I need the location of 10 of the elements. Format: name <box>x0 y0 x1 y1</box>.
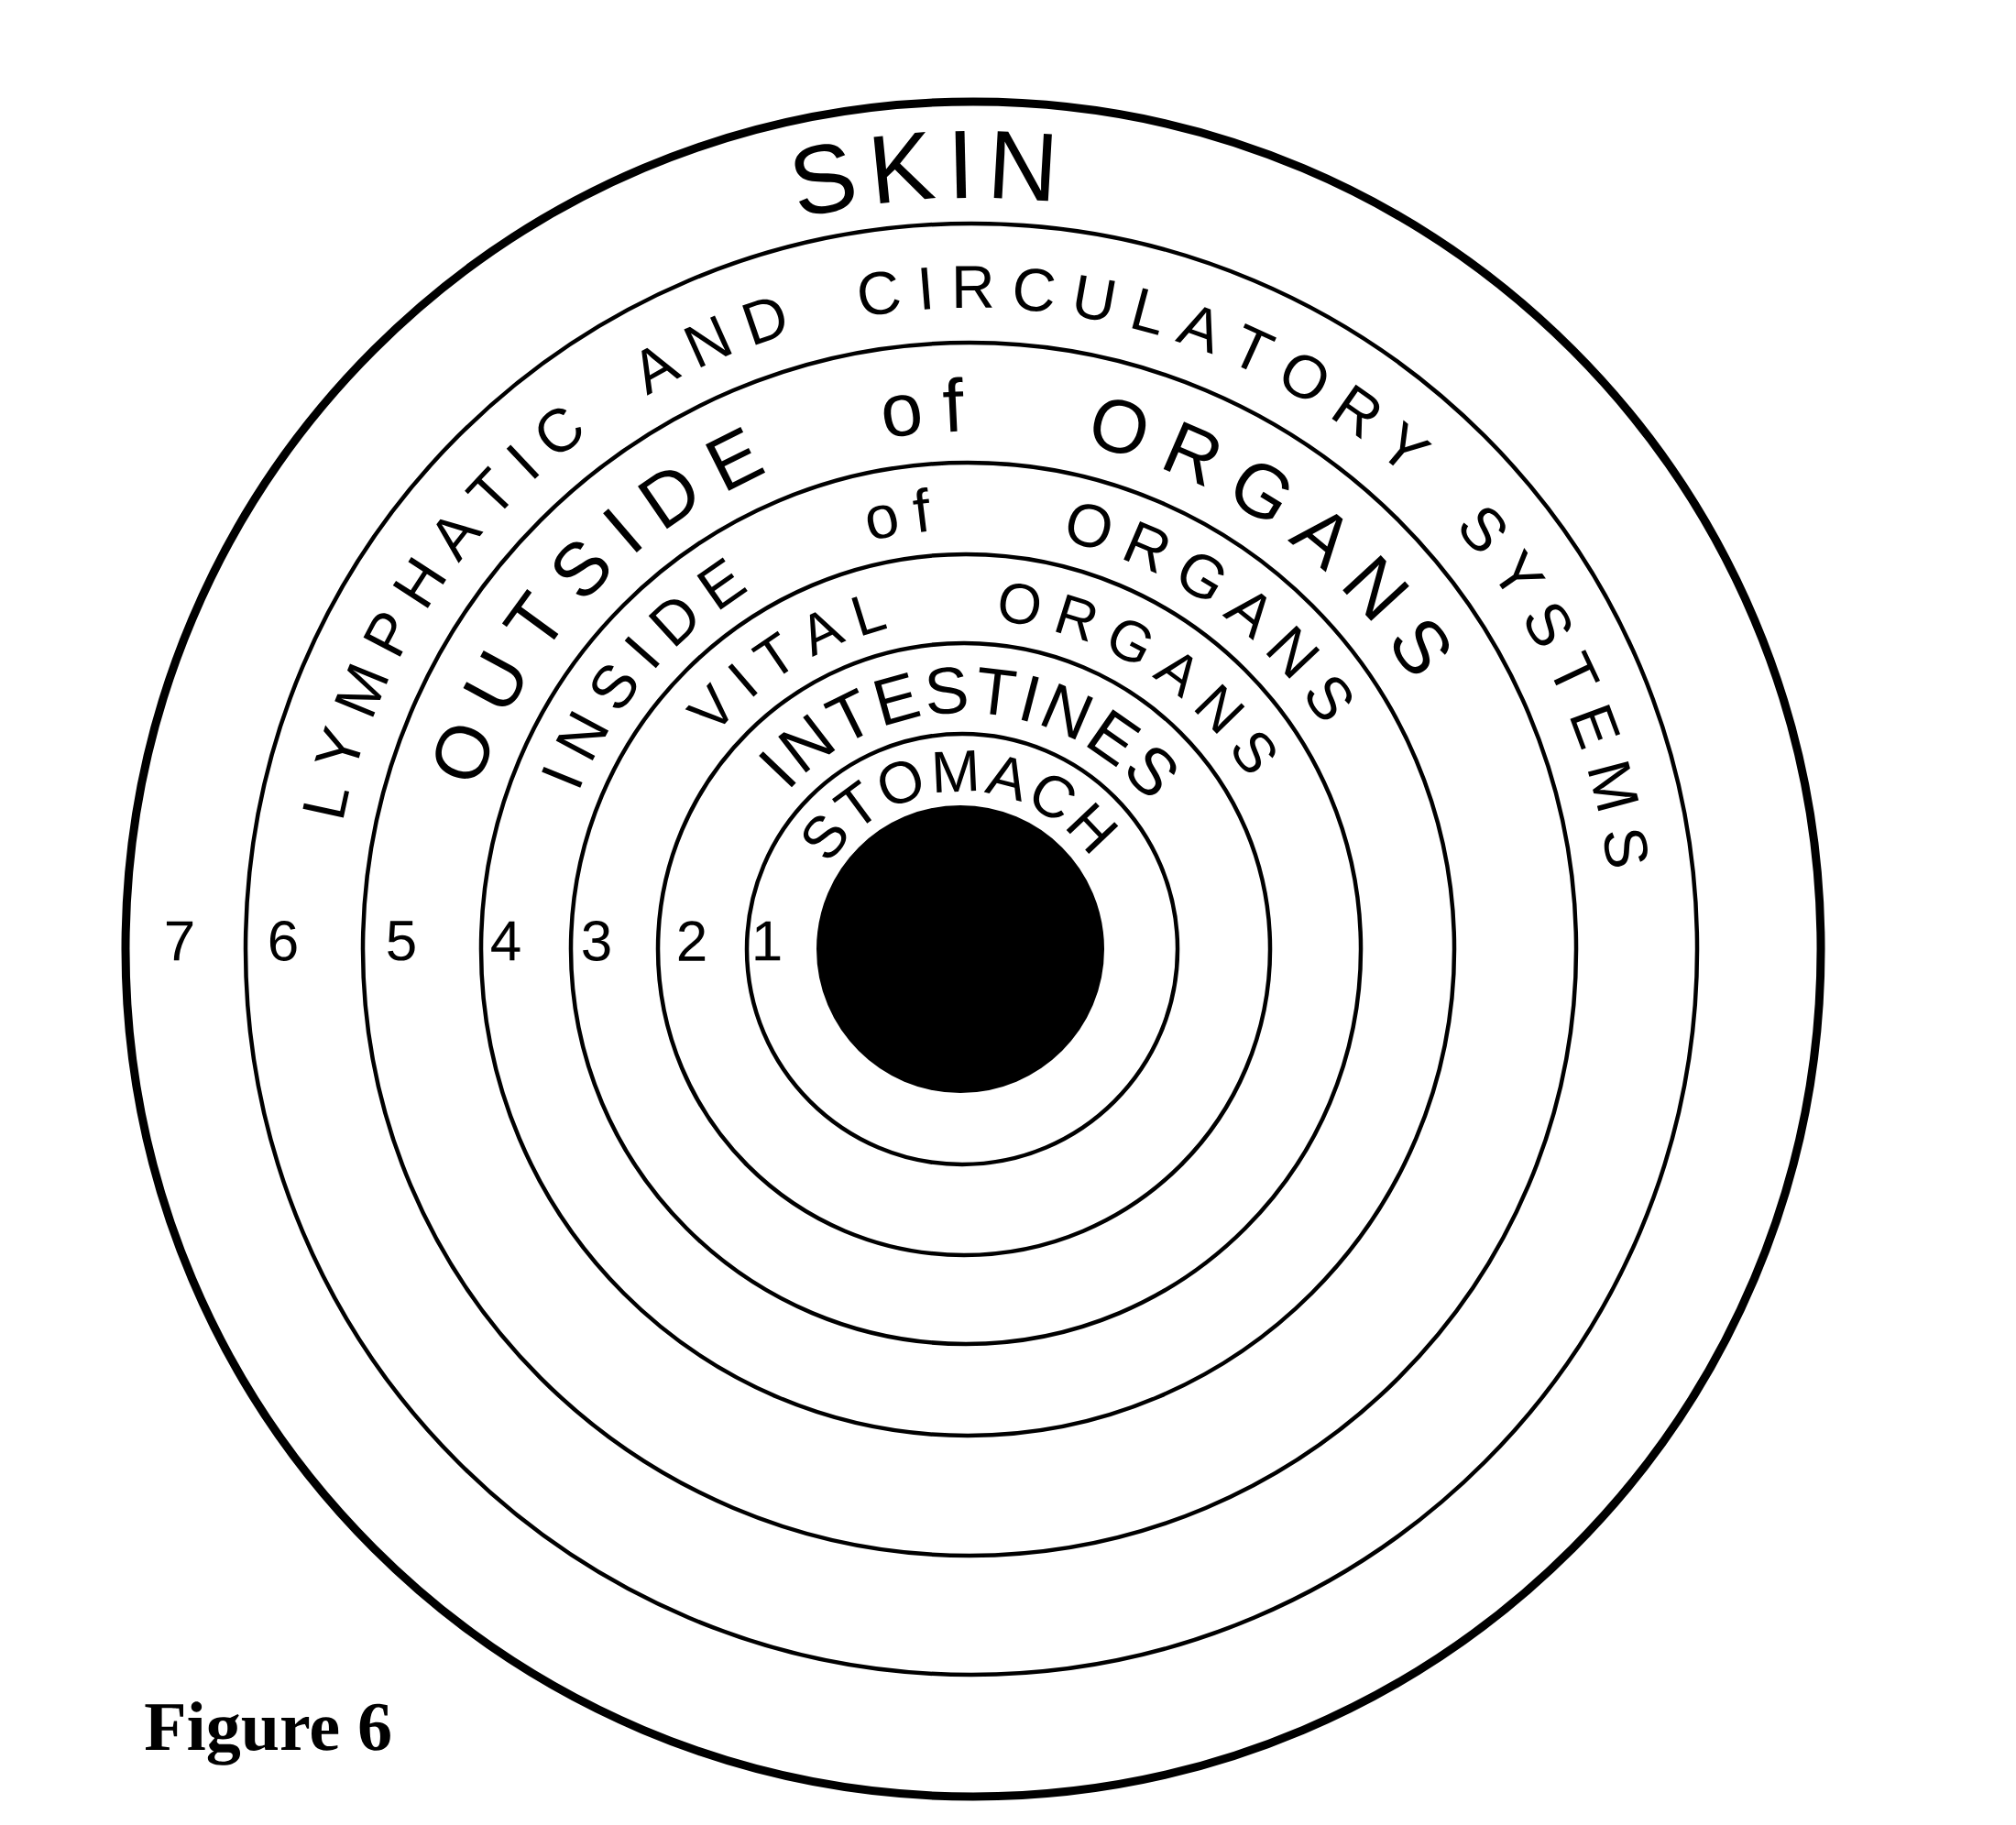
circle-outline <box>121 97 1825 1801</box>
ring-number: 2 <box>678 921 706 961</box>
ring-number: 4 <box>491 921 520 961</box>
ring-number: 6 <box>269 921 297 961</box>
figure-caption: Figure 6 <box>145 1701 390 1765</box>
ring-number: 7 <box>166 921 193 961</box>
ring-number: 3 <box>583 921 610 961</box>
circle-outline <box>243 221 1700 1677</box>
ring-number: 5 <box>388 921 415 961</box>
ring-label: SKIN <box>794 131 1052 214</box>
